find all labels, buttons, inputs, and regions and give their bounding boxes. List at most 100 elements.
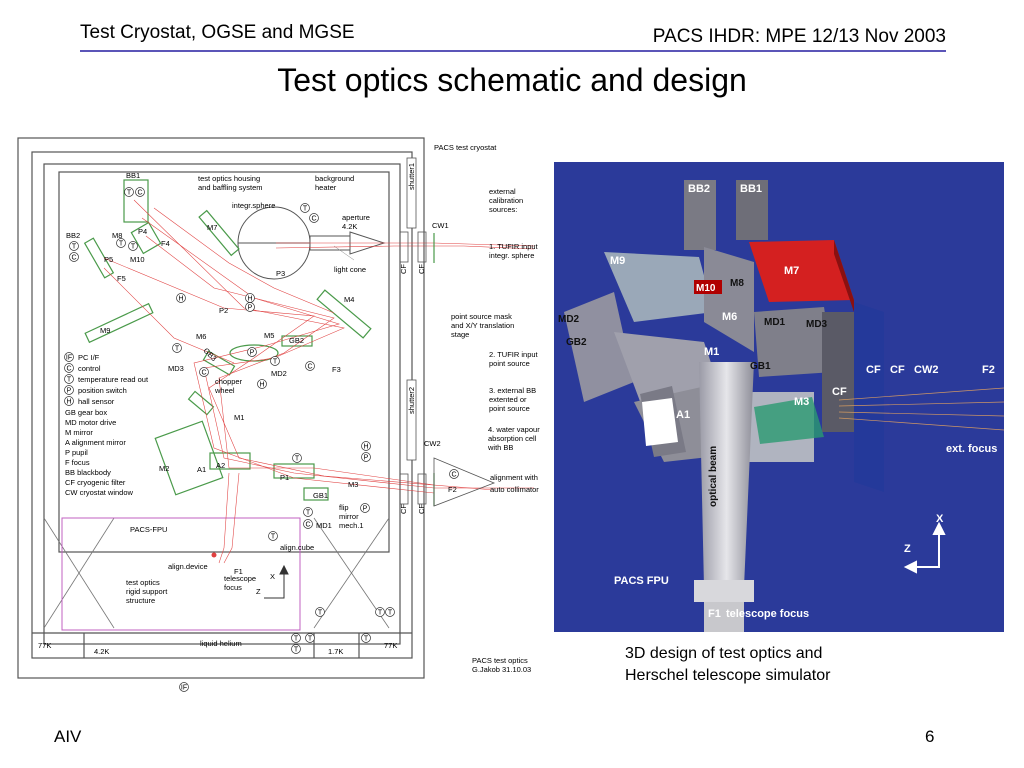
label-credit-1: PACS test optics bbox=[472, 656, 528, 665]
render-axes bbox=[903, 521, 946, 574]
svg-text:T: T bbox=[378, 610, 383, 617]
label-m10: M10 bbox=[130, 255, 145, 264]
svg-text:T: T bbox=[295, 456, 300, 463]
label-m8: M8 bbox=[112, 231, 122, 240]
render-label-a1: A1 bbox=[676, 409, 690, 421]
label-light-cone: light cone bbox=[334, 265, 366, 274]
legend-cw: CW cryostat window bbox=[65, 488, 134, 497]
label-pacs-test-cryostat: PACS test cryostat bbox=[434, 143, 497, 152]
label-shutter2: shutter2 bbox=[407, 387, 416, 414]
render-label-md3: MD3 bbox=[806, 319, 828, 330]
sensor-symbols bbox=[64, 187, 459, 692]
render-label-f1: F1 bbox=[708, 608, 721, 620]
shutters bbox=[406, 157, 417, 461]
svg-text:T: T bbox=[318, 610, 323, 617]
optical-rays bbox=[103, 199, 535, 564]
label-cf-3: CF bbox=[399, 504, 408, 514]
render-label-pacs-fpu: PACS FPU bbox=[614, 575, 669, 587]
svg-text:C: C bbox=[201, 370, 206, 377]
svg-text:C: C bbox=[66, 366, 71, 373]
label-ext-cal-3: sources: bbox=[489, 205, 517, 214]
label-f4: F4 bbox=[161, 239, 170, 248]
svg-text:T: T bbox=[364, 636, 369, 643]
label-cw2: CW2 bbox=[424, 439, 441, 448]
render-label-md1: MD1 bbox=[764, 317, 786, 328]
cryogenic-filters bbox=[399, 231, 427, 505]
caption-line-1: 3D design of test optics and bbox=[625, 645, 823, 662]
svg-text:C: C bbox=[71, 255, 76, 262]
label-aperture-1: aperture bbox=[342, 213, 370, 222]
svg-text:C: C bbox=[307, 364, 312, 371]
label-m4: M4 bbox=[344, 295, 354, 304]
render-label-gb2: GB2 bbox=[566, 337, 587, 348]
label-aperture-2: 4.2K bbox=[342, 222, 357, 231]
label-bb2: BB2 bbox=[66, 231, 80, 240]
page-number: 6 bbox=[925, 727, 935, 746]
label-align-cube: align.cube bbox=[280, 543, 314, 552]
label-m6: M6 bbox=[196, 332, 206, 341]
optical-beam-column bbox=[699, 362, 754, 587]
svg-text:H: H bbox=[247, 296, 252, 303]
label-a1: A1 bbox=[197, 465, 206, 474]
label-m9: M9 bbox=[100, 326, 110, 335]
support-braces bbox=[43, 517, 390, 631]
label-p5: P5 bbox=[104, 255, 113, 264]
svg-text:T: T bbox=[119, 241, 124, 248]
render-label-m1: M1 bbox=[704, 346, 719, 358]
label-m1: M1 bbox=[234, 413, 244, 422]
label-ebb-1: 3. external BB bbox=[489, 386, 536, 395]
label-bg-heater-2: heater bbox=[315, 183, 337, 192]
legend-m: M mirror bbox=[65, 428, 93, 437]
svg-text:T: T bbox=[131, 244, 136, 251]
label-ebb-2: extented or bbox=[489, 395, 527, 404]
label-p4: P4 bbox=[138, 227, 147, 236]
label-chopper-2: wheel bbox=[214, 386, 235, 395]
label-tufir2-1: 2. TUFIR input bbox=[489, 350, 539, 359]
label-p1: P1 bbox=[280, 473, 289, 482]
label-gb1: GB1 bbox=[313, 491, 328, 500]
legend-p: P pupil bbox=[65, 448, 88, 457]
water-cell-cone bbox=[433, 457, 496, 507]
render-structures bbox=[564, 180, 884, 632]
svg-text:P: P bbox=[67, 388, 72, 395]
label-1-7k: 1.7K bbox=[328, 647, 343, 656]
legend-bb: BB blackbody bbox=[65, 468, 111, 477]
svg-text:T: T bbox=[127, 190, 132, 197]
label-credit-2: G.Jakob 31.10.03 bbox=[472, 665, 531, 674]
svg-text:IF: IF bbox=[181, 685, 187, 692]
label-axis-z: Z bbox=[256, 587, 261, 596]
render-label-cf3: CF bbox=[832, 386, 847, 398]
svg-text:T: T bbox=[271, 534, 276, 541]
label-4-2k: 4.2K bbox=[94, 647, 109, 656]
label-m7: M7 bbox=[207, 223, 217, 232]
header-rule bbox=[80, 50, 946, 52]
render-label-cf2: CF bbox=[890, 364, 905, 376]
label-tufir1-2: integr. sphere bbox=[489, 251, 534, 260]
label-water-1: 4. water vapour bbox=[488, 425, 540, 434]
header-right-title: PACS IHDR: MPE 12/13 Nov 2003 bbox=[652, 26, 946, 47]
label-f1: F1 bbox=[234, 567, 243, 576]
label-tufir1-1: 1. TUFIR input bbox=[489, 242, 539, 251]
footer-left: AIV bbox=[54, 727, 82, 746]
legend-position-switch: position switch bbox=[78, 386, 127, 395]
render-rays bbox=[838, 387, 1004, 431]
label-housing-2: and baffling system bbox=[198, 183, 262, 192]
label-md1: MD1 bbox=[316, 521, 332, 530]
svg-text:T: T bbox=[306, 510, 311, 517]
label-align-device: align.device bbox=[168, 562, 208, 571]
svg-text:T: T bbox=[388, 610, 393, 617]
label-support-3: structure bbox=[126, 596, 155, 605]
caption-line-2: Herschel telescope simulator bbox=[625, 667, 831, 684]
render-label-x: X bbox=[936, 513, 944, 525]
label-md2: MD2 bbox=[271, 369, 287, 378]
label-bg-heater-1: background bbox=[315, 174, 354, 183]
label-77k-left: 77K bbox=[38, 641, 51, 650]
label-m3: M3 bbox=[348, 480, 358, 489]
slide-title: Test optics schematic and design bbox=[277, 62, 747, 98]
label-water-2: absorption cell bbox=[488, 434, 537, 443]
render-label-cw2: CW2 bbox=[914, 364, 938, 376]
label-housing-1: test optics housing bbox=[198, 174, 260, 183]
svg-text:T: T bbox=[303, 206, 308, 213]
label-f3: F3 bbox=[332, 365, 341, 374]
svg-text:T: T bbox=[308, 636, 313, 643]
